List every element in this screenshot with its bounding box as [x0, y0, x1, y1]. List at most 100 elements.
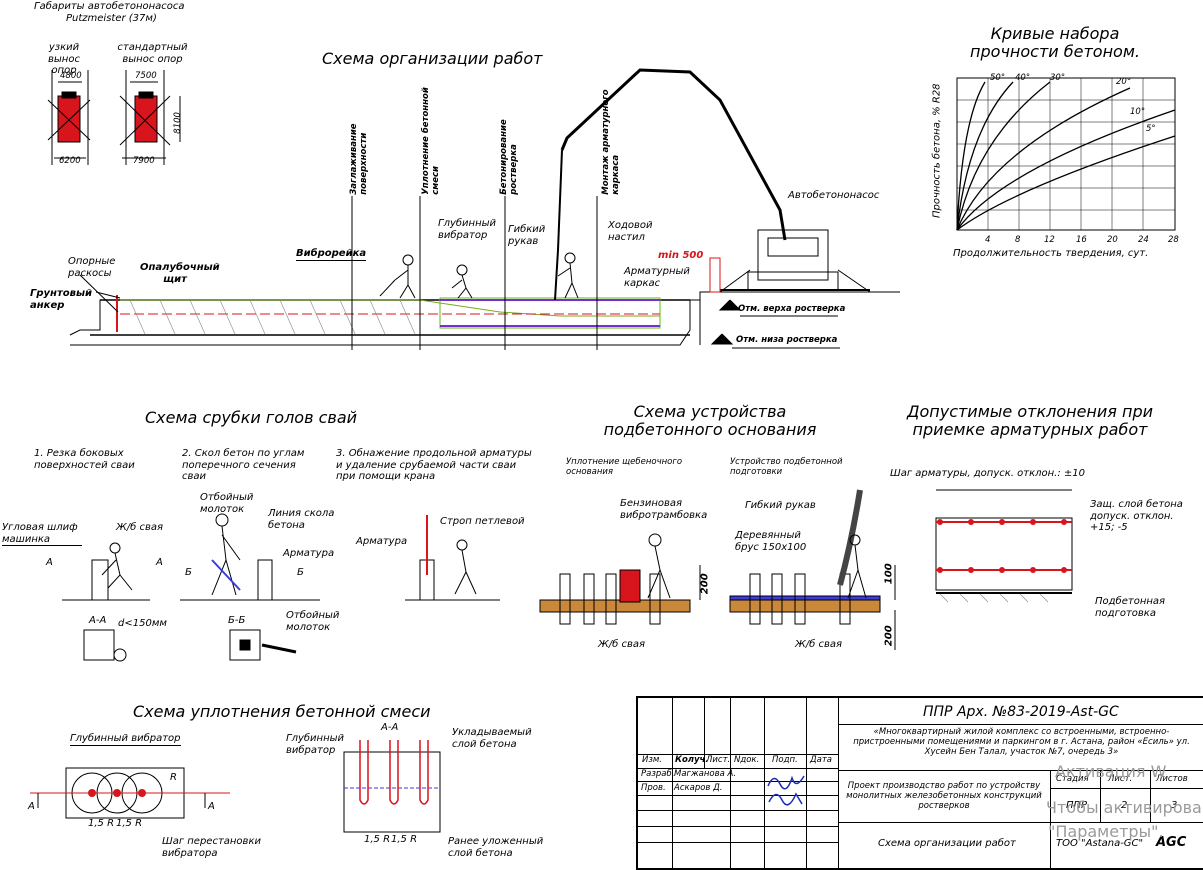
- col-header: Изм.: [642, 755, 662, 765]
- stage-value: ППР: [1066, 800, 1088, 811]
- base-compactor: Бензиновая вибротрамбовка: [620, 498, 708, 521]
- base-d100: 100: [883, 563, 895, 585]
- pile-sketches: [62, 513, 500, 662]
- label-min: min 500: [658, 250, 704, 261]
- label-flex-hose: Гибкий рукав: [508, 224, 546, 247]
- pile-grinder: Угловая шлиф машинка: [2, 522, 82, 546]
- label-top-mark: Отм. верха ростверка: [738, 304, 846, 314]
- label-rebar-mount: Монтаж арматурного каркаса: [601, 89, 621, 195]
- pump-boom: [554, 68, 787, 301]
- section-a: А: [156, 557, 163, 568]
- vib-a: А: [208, 801, 215, 812]
- x-tick: 12: [1044, 235, 1055, 245]
- narrow-bottom: 6200: [59, 156, 81, 166]
- level-marks: [710, 299, 840, 349]
- workers: [379, 252, 579, 299]
- base-sketches: [539, 489, 896, 650]
- x-tick: 8: [1015, 235, 1021, 245]
- label-vibrorail: Виброрейка: [296, 248, 367, 261]
- curves-xlabel: Продолжительность твердения, сут.: [953, 248, 1149, 259]
- label-pump: Автобетононасос: [788, 190, 880, 201]
- vib-a: А: [28, 801, 35, 812]
- vib-step: Шаг перестановки вибратора: [162, 836, 261, 859]
- sheet-title: Схема организации работ: [878, 838, 1016, 849]
- pile-sling: Строп петлевой: [440, 516, 525, 527]
- vib-layer: Укладываемый слой бетона: [452, 727, 532, 750]
- stamp-code: ППР Арх. №83-2019-Ast-GC: [923, 704, 1119, 720]
- sheet-value: 2: [1121, 800, 1128, 811]
- label-smoothing: Заглаживание поверхности: [349, 123, 369, 195]
- pile-title: Схема срубки голов свай: [145, 408, 358, 427]
- pile-rebar3: Арматура: [356, 536, 408, 547]
- col-header: Nдок.: [734, 755, 760, 765]
- base-sub2: Устройство подбетонной подготовки: [730, 457, 843, 477]
- excavation-section: [69, 274, 900, 346]
- vib-prev-layer: Ранее уложенный слой бетона: [448, 836, 544, 859]
- section-a: А: [46, 557, 53, 568]
- dev-role: Разраб.: [641, 769, 675, 779]
- vib-r: R: [170, 772, 177, 783]
- stamp-project: «Многоквартирный жилой комплекс со встро…: [853, 727, 1190, 757]
- vib-dim: 1,5 R: [116, 818, 143, 829]
- col-header: Лист.: [706, 755, 731, 765]
- pump-narrow-sketch: [47, 70, 91, 165]
- col-header: Дата: [810, 755, 833, 765]
- x-tick: 20: [1107, 235, 1118, 245]
- base-sub1: Уплотнение щебеночного основания: [566, 457, 683, 477]
- chk-role: Пров.: [641, 783, 666, 793]
- label-deep-vibrator: Глубинный вибратор: [438, 218, 497, 241]
- vibrator-sketches: [30, 740, 441, 833]
- chk-name: Аскаров Д.: [674, 783, 723, 793]
- section-b: Б: [297, 567, 304, 578]
- narrow-label: узкий вынос опор: [48, 42, 80, 76]
- vib-dim: 1,5 R: [88, 818, 115, 829]
- x-tick: 28: [1168, 235, 1179, 245]
- col-header: Колуч.: [675, 755, 709, 765]
- pile-step3: 3. Обнажение продольной арматуры и удале…: [336, 448, 532, 482]
- label-walkway: Ходовой настил: [608, 220, 653, 243]
- watermark-line3: "Параметры".: [1048, 822, 1164, 841]
- narrow-top: 4800: [60, 71, 82, 81]
- signature-chk: [768, 792, 803, 806]
- tol-title: Допустимые отклонения при приемке армату…: [906, 402, 1154, 440]
- pile-d150: d<150мм: [118, 618, 167, 629]
- tol-cover: Защ. слой бетона допуск. отклон. +15; -5: [1090, 499, 1183, 533]
- title-block: Изм. Колуч. Лист. Nдок. Подп. Дата Разра…: [636, 696, 1203, 870]
- base-beam: Деревянный брус 150х100: [735, 530, 807, 553]
- standard-top: 7500: [135, 71, 157, 81]
- pile-rc: Ж/б свая: [116, 522, 164, 533]
- pile-rebar: Арматура: [283, 548, 335, 559]
- dims-title: Габариты автобетононасоса: [34, 1, 185, 12]
- sheets-header: Листов: [1156, 774, 1188, 784]
- series-label: 5°: [1146, 124, 1156, 134]
- label-rebar-cage: Арматурный каркас: [624, 266, 690, 289]
- pump-truck: [709, 229, 871, 293]
- pile-chip-line: Линия скола бетона: [268, 508, 335, 531]
- tol-step: Шаг арматуры, допуск. отклон.: ±10: [890, 468, 1085, 479]
- vib-title: Схема уплотнения бетонной смеси: [133, 702, 431, 721]
- standard-bottom: 7900: [133, 156, 155, 166]
- vib-aa: А-А: [381, 722, 399, 733]
- vib-deep-vibrator2: Глубинный вибратор: [286, 733, 345, 756]
- sheets-value: 3: [1171, 800, 1178, 811]
- base-d200a: 200: [699, 573, 711, 595]
- watermark-line2: Чтобы активирова: [1046, 798, 1202, 817]
- watermark-line1: Активация W: [1055, 762, 1167, 781]
- pile-aa: А-А: [89, 615, 107, 626]
- label-compaction: Уплотнение бетонной смеси: [421, 87, 441, 195]
- col-header: Подп.: [772, 755, 798, 765]
- label-concreting: Бетонирование ростверка: [499, 119, 519, 195]
- section-b: Б: [185, 567, 192, 578]
- org-title: Схема организации работ: [322, 49, 543, 68]
- signature-dev: [767, 775, 805, 790]
- dev-name: Магжанова А.: [674, 769, 737, 779]
- base-pile1: Ж/б свая: [598, 639, 646, 650]
- company: ТОО "Astana-GC": [1056, 838, 1144, 849]
- pile-hammer: Отбойный молоток: [200, 492, 254, 515]
- tol-prep: Подбетонная подготовка: [1095, 596, 1166, 619]
- vib-deep-vibrator: Глубинный вибратор: [70, 733, 181, 746]
- process-lines: [351, 196, 598, 350]
- pile-step1: 1. Резка боковых поверхностей сваи: [34, 448, 135, 471]
- curves-ylabel: Прочность бетона, % R28: [931, 83, 943, 219]
- x-tick: 24: [1138, 235, 1149, 245]
